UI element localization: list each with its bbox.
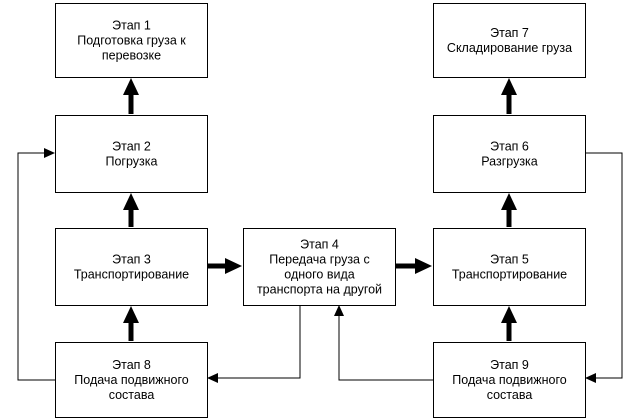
stage-text-line: одного вида <box>284 268 354 282</box>
stage-text-line: состава <box>109 388 155 402</box>
arrow-s9-to-s4 <box>334 305 433 381</box>
stage-text-line: Этап 4 <box>300 238 339 252</box>
arrowhead-icon <box>123 306 139 323</box>
arrow-line <box>338 315 433 381</box>
stage-text-line: Этап 2 <box>112 140 151 154</box>
stage-box-frame <box>55 3 208 78</box>
stage-text-line: Погрузка <box>106 155 158 169</box>
stage-text-line: Подача подвижного <box>74 373 188 387</box>
arrow-s8-to-s3 <box>123 306 139 341</box>
stage-box-frame <box>55 115 208 193</box>
stage-text-line: транспорта на другой <box>257 283 382 297</box>
arrow-s9-to-s5 <box>501 306 517 341</box>
stage-text-line: Этап 8 <box>112 358 151 372</box>
stage-text-line: состава <box>487 388 533 402</box>
stage-box-frame <box>433 115 586 193</box>
stage-box-frame <box>433 228 586 306</box>
stage-text-line: Этап 7 <box>490 26 529 40</box>
arrowhead-icon <box>123 193 139 210</box>
arrowhead-icon <box>415 258 432 274</box>
arrowhead-icon <box>501 193 517 210</box>
stage-text-line: перевозке <box>102 49 161 63</box>
arrow-line <box>17 152 55 381</box>
arrow-line <box>585 152 623 379</box>
stage-text-line: Этап 1 <box>112 19 151 33</box>
stage-text-line: Этап 9 <box>490 358 529 372</box>
stage-text-line: Подготовка груза к <box>77 34 186 48</box>
stage-text-line: Транспортирование <box>74 268 189 282</box>
stage-text-line: Складирование груза <box>447 41 572 55</box>
arrow-s2-to-s1 <box>123 78 139 114</box>
arrow-s3-to-s2 <box>123 193 139 227</box>
stage-text-line: Этап 5 <box>490 253 529 267</box>
stage-box-frame <box>243 228 396 306</box>
stage-text-line: Передача груза с <box>269 253 370 267</box>
arrow-line <box>217 305 301 379</box>
arrow-s5-to-s6 <box>501 193 517 227</box>
stage-box-frame <box>433 3 586 78</box>
stage-text-line: Этап 6 <box>490 140 529 154</box>
arrowhead-icon <box>44 148 55 158</box>
arrow-s6-to-s7 <box>501 78 517 114</box>
connectors <box>17 78 623 383</box>
arrow-s6-to-s9 <box>585 152 623 383</box>
stage-text-line: Этап 3 <box>112 253 151 267</box>
arrowhead-icon <box>123 78 139 95</box>
arrowhead-icon <box>585 373 596 383</box>
arrowhead-icon <box>207 373 218 383</box>
stage-box-frame <box>433 342 586 418</box>
arrowhead-icon <box>501 306 517 323</box>
stage-box-frame <box>55 342 208 418</box>
arrow-s8-to-s2 <box>17 148 55 381</box>
arrow-s3-to-s4 <box>207 258 242 274</box>
arrowhead-icon <box>334 305 344 316</box>
stage-text-line: Разгрузка <box>481 155 538 169</box>
arrowhead-icon <box>225 258 242 274</box>
stage-text-line: Подача подвижного <box>452 373 566 387</box>
arrowhead-icon <box>501 78 517 95</box>
arrow-s4-to-s5 <box>395 258 432 274</box>
stage-text-line: Транспортирование <box>452 268 567 282</box>
stage-box-frame <box>55 228 208 306</box>
arrow-s4-to-s8 <box>207 305 301 383</box>
